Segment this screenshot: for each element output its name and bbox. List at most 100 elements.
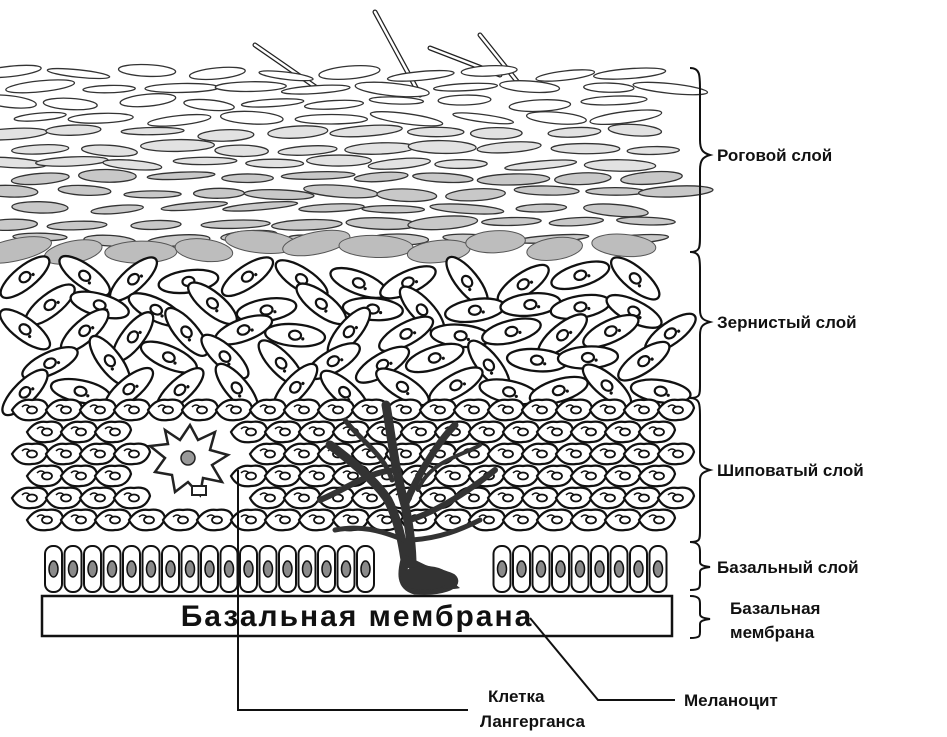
basal-cell <box>104 546 121 592</box>
corneum-flake <box>548 126 601 138</box>
corneum-flake <box>583 202 648 219</box>
spinous-cell <box>488 488 524 509</box>
spinous-cell <box>61 422 97 443</box>
basal-cell <box>143 546 160 592</box>
spinous-cell <box>401 422 437 443</box>
corneum-flake <box>549 216 604 227</box>
spinous-cell <box>231 422 267 443</box>
corneum-flake <box>408 214 478 232</box>
spinous-cell <box>537 422 573 443</box>
label-basement-membrane-2: мембрана <box>730 623 815 642</box>
spinous-cell <box>231 466 267 487</box>
corneum-flake <box>11 171 69 186</box>
corneum-flake <box>58 184 111 196</box>
spinous-cell <box>12 488 48 509</box>
corneum-flake <box>46 124 101 136</box>
spinous-cell <box>605 510 641 531</box>
corneum-flake <box>194 188 245 198</box>
spinous-cell <box>522 488 558 509</box>
corneum-flake <box>0 218 38 231</box>
corneum-flake <box>183 98 234 113</box>
corneum-flake <box>141 139 215 152</box>
corneum-flake <box>304 99 363 111</box>
corneum-flake <box>551 143 620 153</box>
corneum-flake <box>299 203 365 214</box>
corneum-flake <box>368 156 431 171</box>
spinous-cell <box>284 488 320 509</box>
spinous-cell <box>27 422 63 443</box>
spinous-cell <box>658 400 694 421</box>
corneum-flake <box>12 201 68 214</box>
corneum-flake <box>81 143 137 158</box>
corneum-flake <box>120 92 177 109</box>
corneum-flake <box>608 123 662 138</box>
corneum-flake <box>189 65 246 81</box>
corneum-flake <box>215 145 269 157</box>
corneum-flake <box>241 97 304 108</box>
spinous-cell <box>556 400 592 421</box>
corneum-flake <box>346 217 417 231</box>
basal-cell <box>221 546 238 592</box>
basal-cell <box>260 546 277 592</box>
corneum-flake <box>147 171 215 181</box>
corneum-flake <box>259 69 314 83</box>
stratum-corneum-flakes <box>0 12 713 269</box>
spinous-cell <box>80 400 116 421</box>
spinous-cell <box>658 488 694 509</box>
spinous-cell <box>46 400 82 421</box>
spinous-cell <box>250 488 286 509</box>
corneum-flake <box>509 98 571 112</box>
basal-cell <box>84 546 101 592</box>
label-basement-membrane-1: Базальная <box>730 599 820 618</box>
spinous-cell <box>299 422 335 443</box>
spinous-cell <box>182 400 218 421</box>
corneum-flake <box>584 82 634 92</box>
spinous-cell <box>27 466 63 487</box>
corneum-flake <box>47 66 110 80</box>
spinous-cell <box>250 400 286 421</box>
spinous-cell <box>61 510 97 531</box>
spinous-cell <box>522 444 558 465</box>
corneum-flake <box>638 184 713 198</box>
membrane-inline-label: Базальная мембрана <box>181 600 534 633</box>
spinous-cell <box>27 510 63 531</box>
label-stratum-spinosum: Шиповатый слой <box>717 461 864 480</box>
corneum-flake <box>83 85 135 94</box>
spinous-cell <box>420 400 456 421</box>
corneum-flake <box>633 80 708 97</box>
langerhans-cell <box>150 425 228 495</box>
corneum-flake <box>526 110 587 126</box>
granular-cell <box>548 256 612 295</box>
spinous-cell <box>556 488 592 509</box>
corneum-flake <box>14 111 67 123</box>
spinous-cell <box>624 444 660 465</box>
basal-cell <box>552 546 569 592</box>
corneum-flake <box>430 202 504 216</box>
corneum-flake <box>438 94 491 105</box>
corneum-flake <box>584 159 655 171</box>
corneum-flake <box>222 174 273 183</box>
corneum-flake <box>413 172 474 184</box>
corneum-flake <box>408 127 464 137</box>
corneum-flake <box>504 158 576 172</box>
corneum-flake <box>281 171 355 180</box>
corneum-flake <box>516 203 567 212</box>
label-stratum-basale: Базальный слой <box>717 558 859 577</box>
spinous-cell <box>250 444 286 465</box>
spinous-cell <box>639 422 675 443</box>
corneum-flake <box>617 216 676 226</box>
corneum-flake <box>215 81 286 92</box>
basal-cell <box>357 546 374 592</box>
spinous-cell <box>129 510 165 531</box>
spinous-cell <box>80 444 116 465</box>
corneum-flake <box>173 157 237 165</box>
corneum-flake <box>593 66 666 81</box>
spinous-cell <box>95 422 131 443</box>
spinous-cell <box>522 400 558 421</box>
corneum-flake <box>246 159 304 168</box>
spinous-cell <box>46 488 82 509</box>
stratum-granulosum-cells <box>0 249 701 421</box>
corneum-flake <box>295 114 367 124</box>
corneum-flake <box>220 110 283 126</box>
